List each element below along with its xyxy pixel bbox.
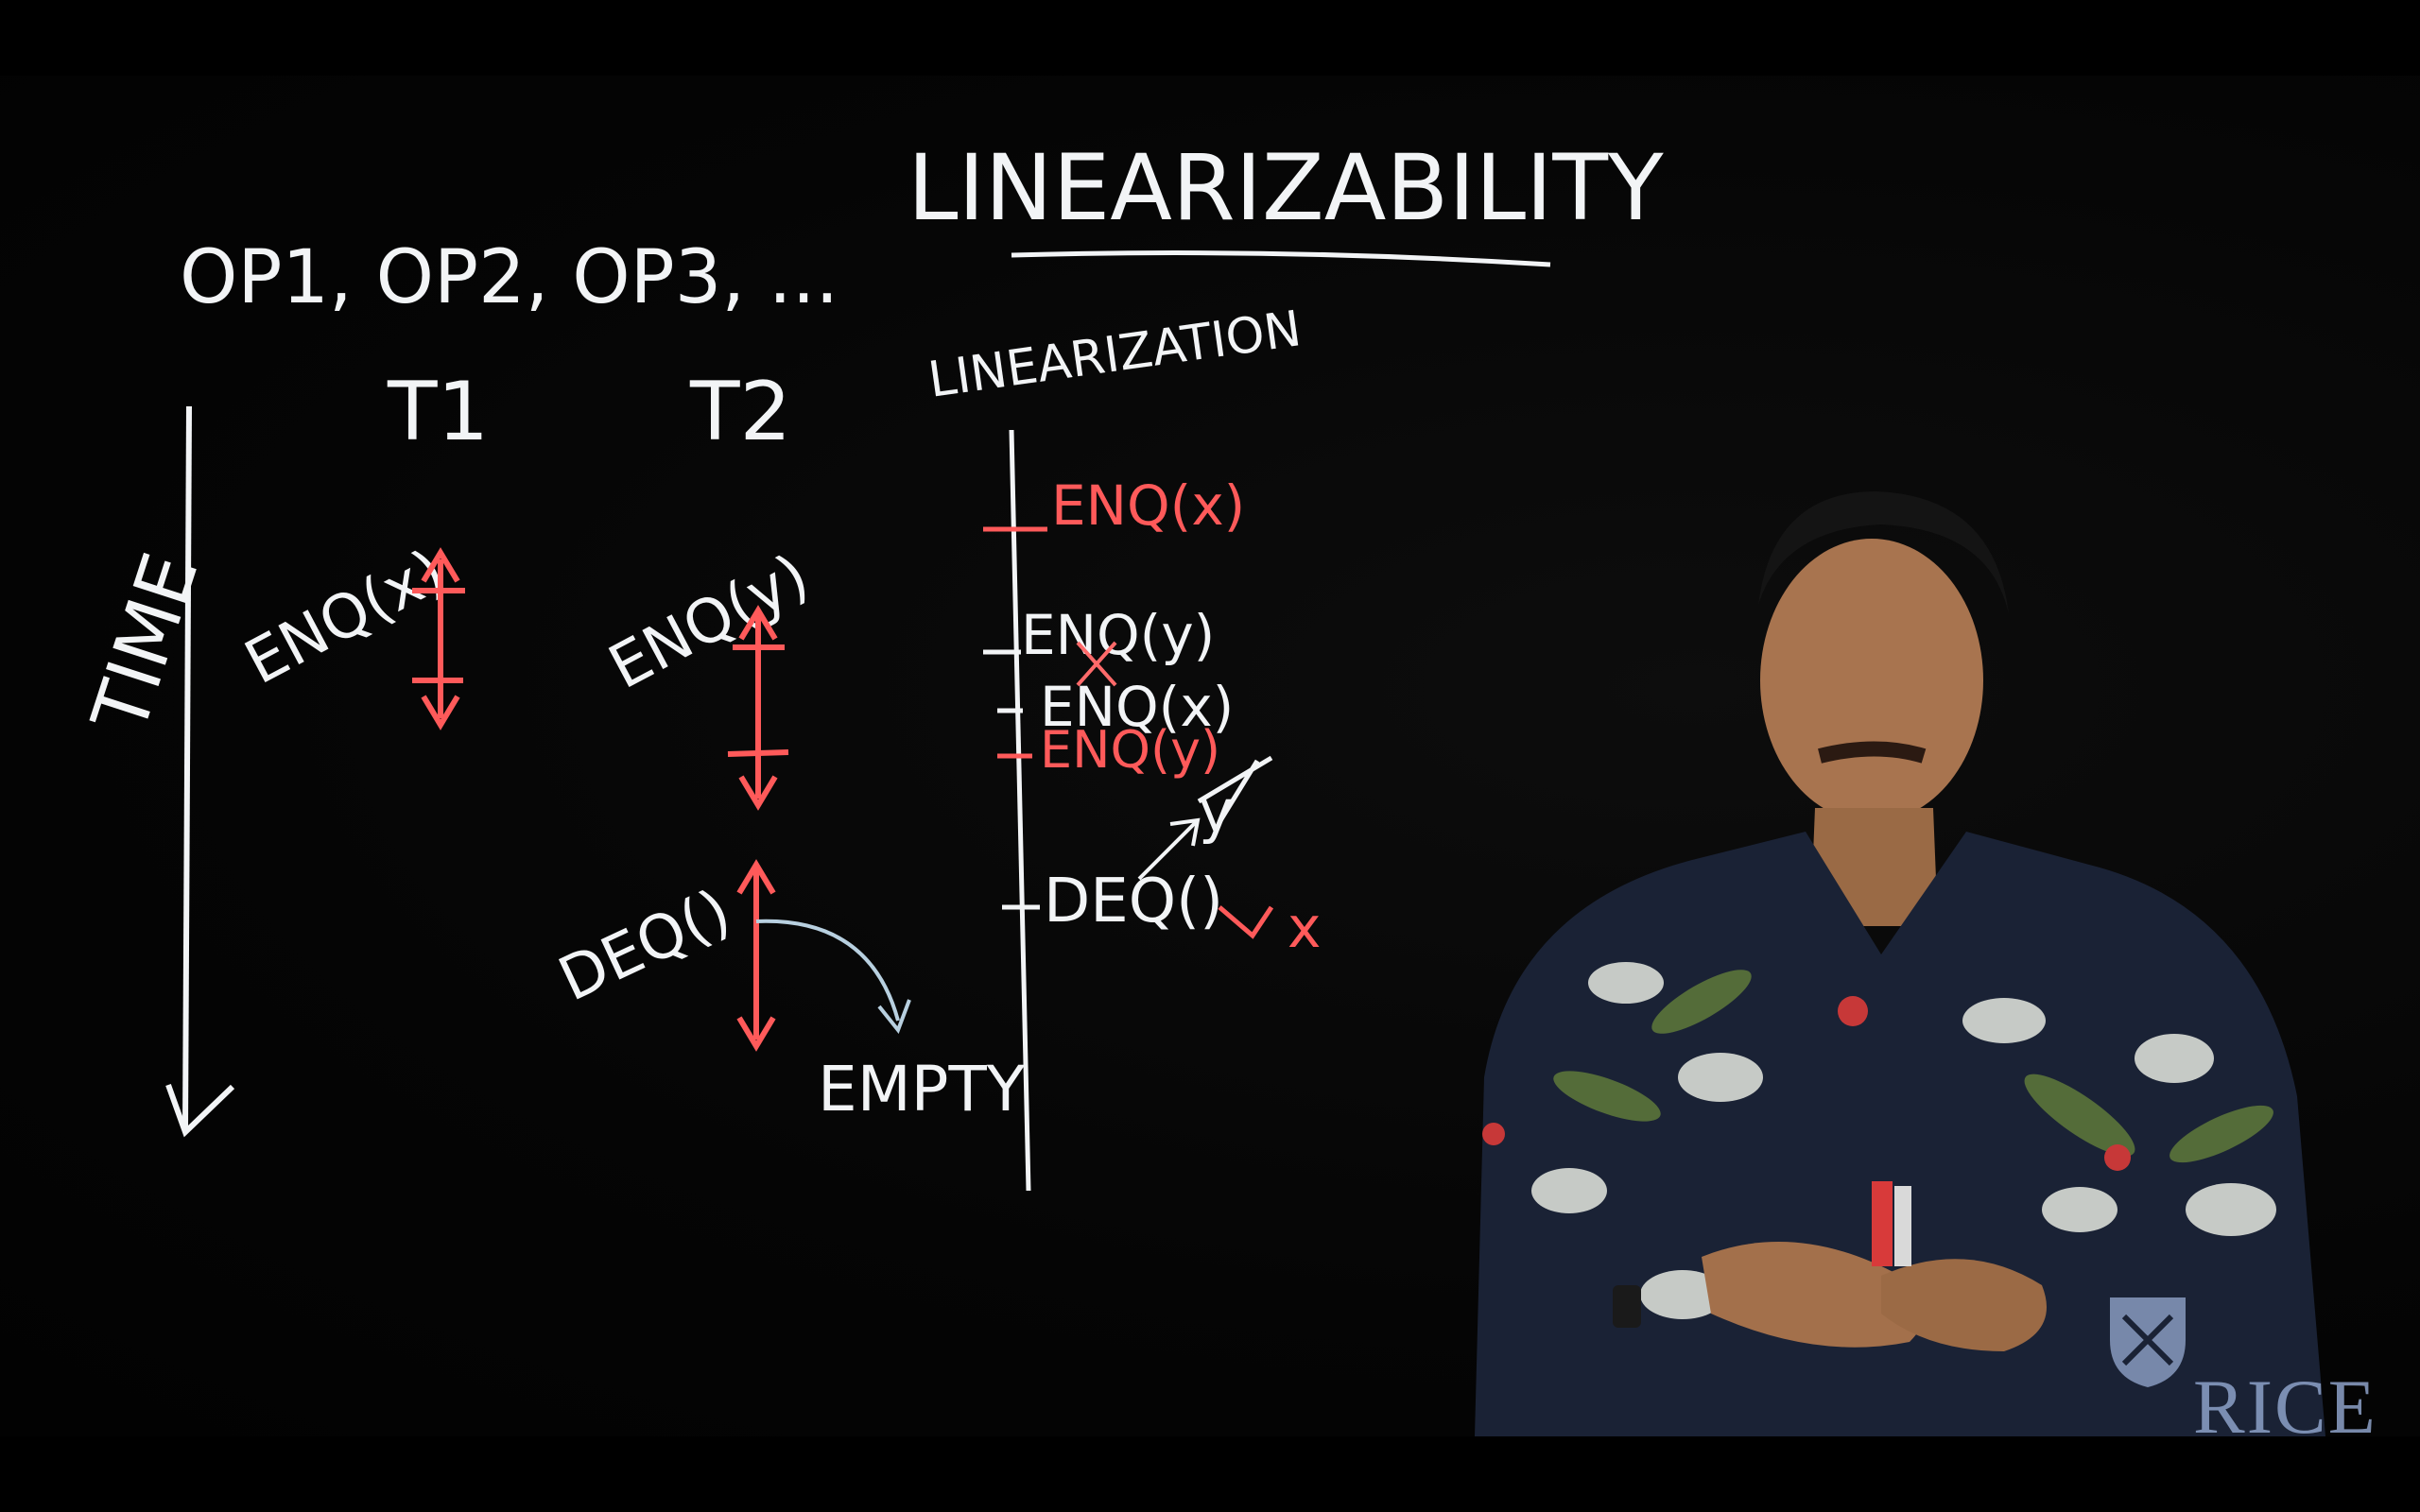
lin-x-mark: x [1288, 895, 1322, 961]
t2-op2-interval [736, 859, 776, 1052]
lightboard: LINEARIZABILITY OP1, OP2, OP3, ... TIME … [0, 76, 2420, 1450]
t2-op1-interval [727, 605, 789, 811]
lin-op-3: ENQ(x) [1040, 675, 1234, 739]
deq-result-arrow [755, 919, 900, 1022]
t2-op1-label: ENQ(y) [598, 541, 821, 703]
lin-op-4: ENQ(y) [1040, 720, 1220, 780]
ops-line: OP1, OP2, OP3, ... [180, 235, 838, 320]
linearization-label: LINEARIZATION [925, 301, 1305, 409]
presenter [1475, 491, 2325, 1436]
lin-y-arrow [1137, 820, 1198, 881]
rice-shield-icon [2110, 1297, 2186, 1387]
t1-op-interval [412, 547, 465, 730]
board-drawing: LINEARIZABILITY OP1, OP2, OP3, ... TIME … [75, 135, 2325, 1436]
time-label: TIME [75, 543, 215, 744]
board-title: LINEARIZABILITY [908, 135, 1664, 241]
t1-op-label: ENQ(x) [234, 536, 457, 698]
time-axis-line [182, 405, 192, 1130]
linearization-axis [1009, 429, 1031, 1192]
deq-result-label: EMPTY [818, 1053, 1026, 1125]
lin-deq-arrow [1218, 905, 1274, 939]
lin-y-strike [1197, 755, 1273, 824]
lin-op-2-strike [1076, 641, 1117, 687]
time-axis-arrowhead [165, 1083, 235, 1138]
deq-result-arrowhead [877, 999, 911, 1034]
title-underline [1011, 250, 1551, 267]
rice-logo-text: RICE [2193, 1364, 2377, 1450]
lin-op-5: DEQ() [1044, 867, 1223, 936]
lin-op-2: ENQ(y) [1021, 603, 1215, 667]
lin-y-arrowhead [1169, 817, 1201, 847]
t2-op2-label: DEQ() [548, 876, 741, 1015]
lin-op-1: ENQ(x) [1051, 473, 1245, 538]
thread-2-label: T2 [689, 365, 791, 459]
thread-1-label: T1 [387, 365, 489, 459]
